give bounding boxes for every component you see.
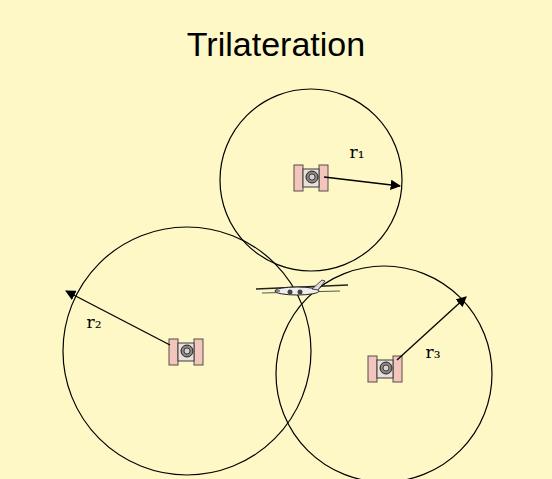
radius-label: r₃ [424,342,443,362]
radius-label: r₁ [348,142,367,162]
radius-arrows [66,177,466,360]
title: Trilateration [187,25,365,64]
airplane [256,280,348,295]
radius-label: r₂ [85,312,104,332]
satellites [169,165,402,382]
range-circles [63,89,492,479]
